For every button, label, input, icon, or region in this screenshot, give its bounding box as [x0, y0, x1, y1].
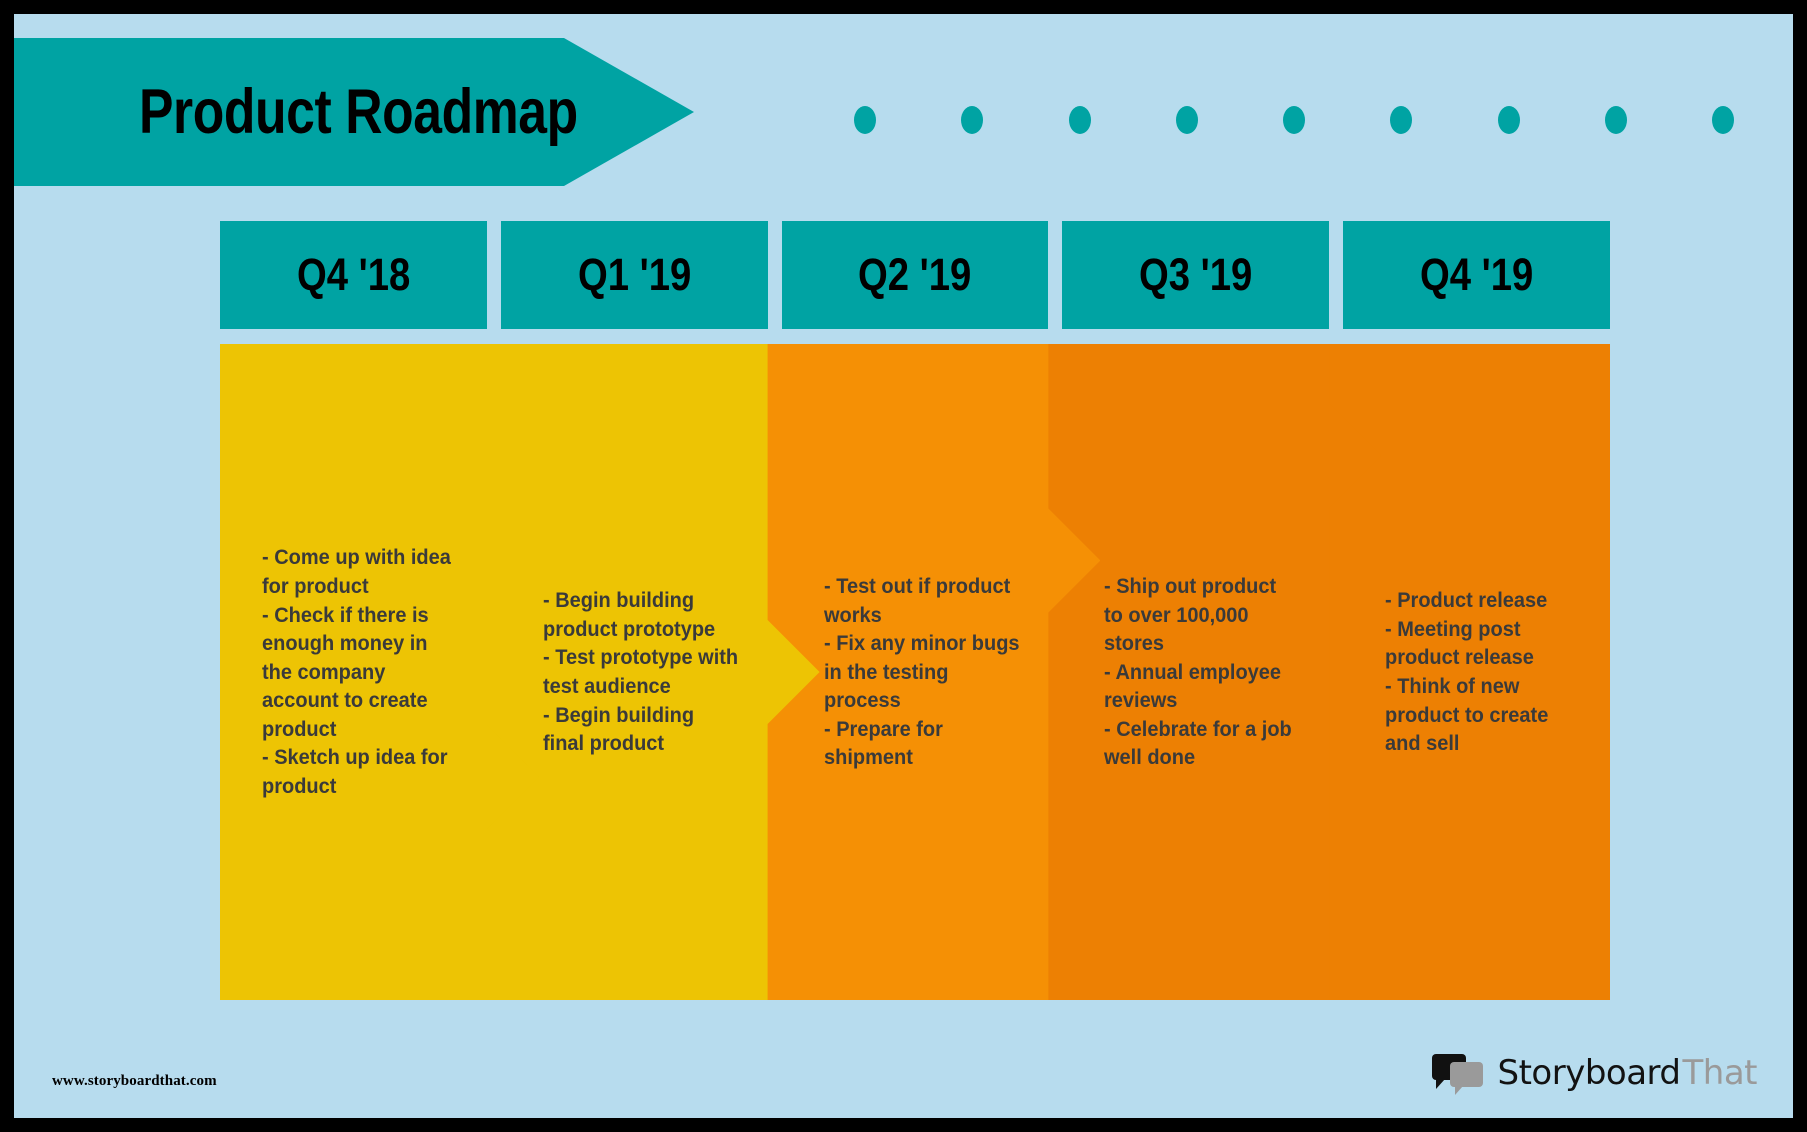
footer-url[interactable]: www.storyboardthat.com: [52, 1073, 217, 1089]
quarter-header-label: Q3 '19: [1139, 249, 1253, 300]
quarter-header-2[interactable]: Q1 '19: [500, 221, 768, 329]
logo-word-that: That: [1682, 1053, 1758, 1093]
storyboardthat-logo[interactable]: Storyboard That: [1431, 1052, 1758, 1095]
quarter-header-row: Q4 '18 Q1 '19 Q2 '19 Q3 '19 Q4 '19: [220, 221, 1610, 329]
timeline-dot: [1497, 106, 1520, 134]
quarter-header-label: Q1 '19: [577, 249, 691, 300]
roadmap-column-items: - Test out if product works - Fix any mi…: [823, 573, 1020, 770]
title-banner: Product Roadmap: [14, 38, 694, 186]
roadmap-column-items: - Product release - Meeting post product…: [1385, 588, 1549, 756]
quarter-header-label: Q4 '19: [1419, 249, 1534, 300]
quarter-header-1[interactable]: Q4 '18: [220, 221, 487, 329]
logo-word-storyboard: Storyboard: [1497, 1053, 1682, 1093]
timeline-dot: [854, 106, 876, 134]
roadmap-column-items: - Begin building product prototype - Tes…: [542, 588, 738, 756]
timeline-dot: [961, 106, 984, 134]
roadmap-column-items: - Ship out product to over 100,000 store…: [1104, 573, 1293, 770]
roadmap-columns: - Come up with idea for product - Check …: [220, 344, 1610, 1000]
roadmap-column-4[interactable]: - Ship out product to over 100,000 store…: [1010, 344, 1381, 1000]
quarter-header-3[interactable]: Q2 '19: [781, 221, 1049, 329]
speech-bubbles-icon: [1431, 1052, 1486, 1095]
timeline-dot: [1712, 106, 1734, 134]
timeline-dot: [1390, 106, 1413, 134]
quarter-header-label: Q2 '19: [858, 249, 972, 300]
timeline-dot: [1068, 106, 1091, 134]
roadmap-column-2[interactable]: - Begin building product prototype - Tes…: [448, 344, 820, 1000]
quarter-header-label: Q4 '18: [296, 249, 411, 300]
speech-bubble-front-icon: [1449, 1062, 1483, 1095]
page-title: Product Roadmap: [139, 77, 578, 147]
quarter-header-4[interactable]: Q3 '19: [1062, 221, 1330, 329]
timeline-dot: [1283, 106, 1305, 134]
timeline-dot-trail: [854, 100, 1734, 140]
timeline-dot: [1604, 106, 1627, 134]
timeline-dot: [1175, 106, 1198, 134]
roadmap-column-items: - Come up with idea for product - Check …: [262, 545, 451, 799]
roadmap-column-1[interactable]: - Come up with idea for product - Check …: [220, 344, 539, 1000]
poster-canvas: Product Roadmap Q4 '18 Q1 '19 Q2 '19 Q3 '19…: [14, 14, 1793, 1118]
quarter-header-5[interactable]: Q4 '19: [1343, 221, 1610, 329]
